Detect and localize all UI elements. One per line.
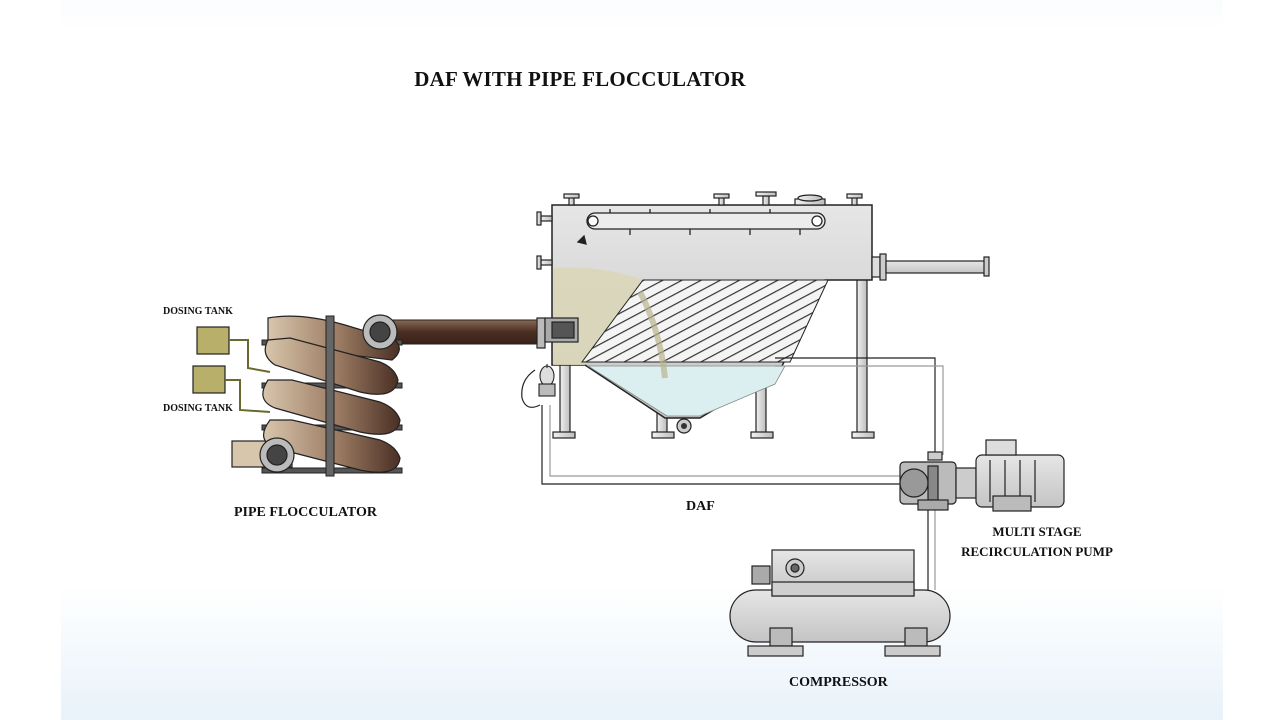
left-margin: [0, 0, 61, 720]
right-margin: [1223, 0, 1280, 720]
daf-label: DAF: [686, 499, 715, 514]
recirculation-pump: [899, 439, 1065, 512]
dosing-tank-label-top: DOSING TANK: [163, 306, 233, 317]
flocculator-flange-bottom: [259, 437, 295, 473]
daf-unit: [536, 191, 990, 439]
daf-inlet-flange: [536, 317, 579, 349]
pump-label: MULTI STAGE RECIRCULATION PUMP: [944, 522, 1130, 562]
compressor: [729, 549, 951, 657]
dosing-tank-label-bottom: DOSING TANK: [163, 403, 233, 414]
recirculation-piping: [521, 357, 944, 590]
pump-label-line2: RECIRCULATION PUMP: [961, 544, 1113, 559]
daf-scraper: [576, 209, 826, 245]
daf-top-nozzles: [563, 191, 863, 206]
daf-side-nozzles: [536, 211, 553, 270]
pump-label-line1: MULTI STAGE: [992, 524, 1082, 539]
compressor-label: COMPRESSOR: [789, 675, 888, 690]
dosing-tank-1: [196, 326, 271, 373]
flocculator-outlet-pipe: [384, 319, 538, 345]
diagram-title: DAF WITH PIPE FLOCCULATOR: [414, 67, 746, 91]
pipe-flocculator: [192, 314, 538, 477]
dosing-tank-2: [192, 365, 271, 413]
air-release-valve: [538, 364, 556, 397]
pipe-flocculator-label: PIPE FLOCCULATOR: [234, 505, 377, 520]
daf-outlet-pipe: [871, 253, 990, 281]
daf-clear-water: [586, 365, 786, 417]
flocculator-flange-top: [362, 314, 398, 350]
